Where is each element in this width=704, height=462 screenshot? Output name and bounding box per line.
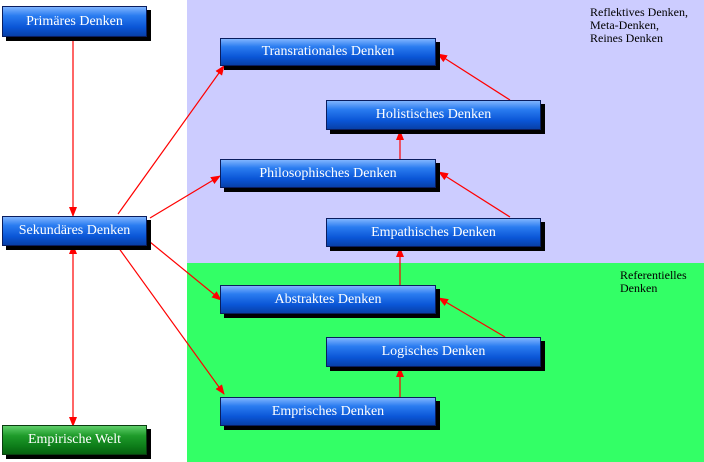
arrow-sekundaer-to-empirisch	[117, 246, 225, 395]
node-abstraktes-denken: Abstraktes Denken	[220, 285, 436, 314]
reflective-region-label: Reflektives Denken, Meta-Denken, Reines …	[590, 5, 688, 45]
arrow-sekundaer-to-transrational	[117, 65, 225, 215]
node-logisches-denken: Logisches Denken	[326, 337, 541, 367]
node-holistisches-denken: Holistisches Denken	[326, 100, 541, 130]
node-transrationales-denken: Transrationales Denken	[220, 38, 436, 66]
node-empathisches-denken: Empathisches Denken	[326, 218, 541, 247]
node-empirische-welt: Empirische Welt	[2, 425, 147, 455]
arrow-logisch-to-abstrakt	[438, 297, 506, 338]
node-sekundaeres-denken: Sekundäres Denken	[2, 216, 147, 246]
node-primaeres-denken: Primäres Denken	[2, 6, 147, 37]
referential-region-label: Referentielles Denken	[620, 268, 687, 295]
node-philosophisches-denken: Philosophisches Denken	[220, 159, 436, 188]
arrow-holistisch-to-transrational	[437, 53, 511, 101]
arrow-empathisch-to-philosophisch	[438, 171, 511, 218]
arrow-sekundaer-to-abstrakt	[149, 241, 222, 301]
arrow-sekundaer-to-philosophisch	[149, 175, 221, 219]
node-emprisches-denken: Emprisches Denken	[220, 397, 436, 426]
